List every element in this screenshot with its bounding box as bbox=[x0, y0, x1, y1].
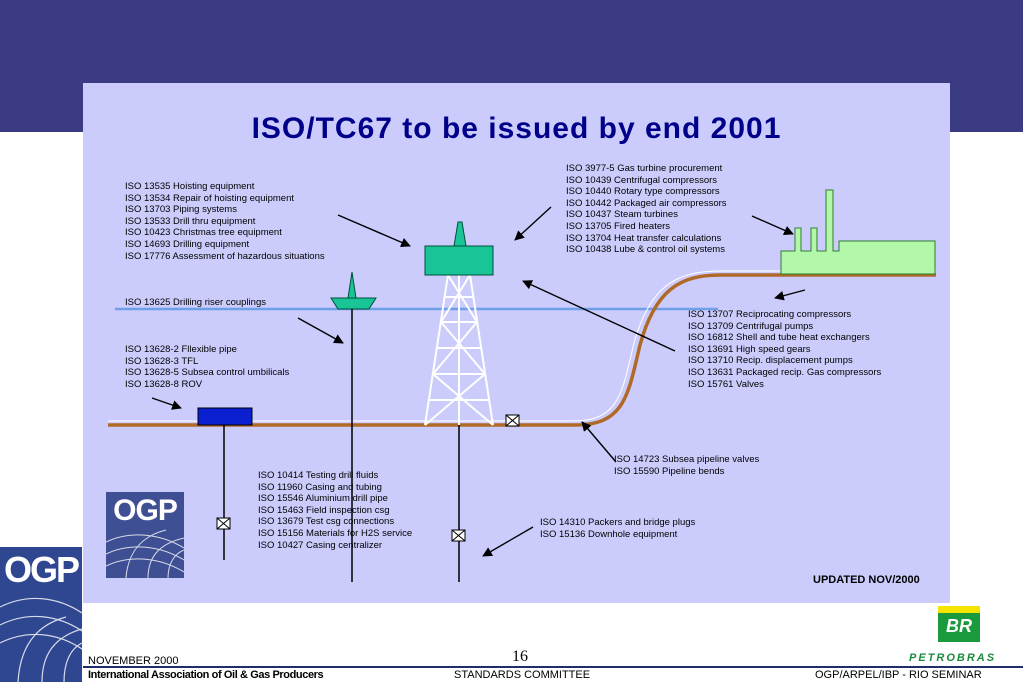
left-well-valve bbox=[216, 517, 231, 530]
list-item: ISO 13628-2 Fllexible pipe bbox=[125, 344, 237, 355]
onshore-plant bbox=[780, 189, 936, 275]
list-item: ISO 13535 Hoisting equipment bbox=[125, 181, 255, 192]
list-item: ISO 11960 Casing and tubing bbox=[258, 481, 382, 493]
footer-org: International Association of Oil & Gas P… bbox=[88, 669, 324, 681]
list-item: ISO 13710 Recip. displacement pumps bbox=[688, 355, 853, 367]
ogp-logo-text: OGP bbox=[113, 494, 178, 527]
list-item: ISO 10440 Rotary type compressors bbox=[566, 186, 720, 198]
list-item: ISO 15463 Field inspection csg bbox=[258, 504, 390, 516]
list-item: ISO 10439 Centrifugal compressors bbox=[566, 174, 718, 186]
slide-title: ISO/TC67 to be issued by end 2001 bbox=[251, 112, 782, 145]
list-item: ISO 13703 Piping systems bbox=[125, 204, 237, 216]
footer-date: NOVEMBER 2000 bbox=[88, 655, 179, 667]
packer-standards-list: ISO 14310 Packers and bridge plugs ISO 1… bbox=[540, 517, 695, 540]
updated-note: UPDATED NOV/2000 bbox=[813, 574, 920, 586]
arrow-pipeline-valve bbox=[581, 421, 617, 463]
platform-jacket bbox=[424, 274, 494, 426]
globe-side-icon bbox=[0, 597, 82, 682]
footer-committee: STANDARDS COMMITTEE bbox=[454, 669, 591, 681]
list-item: ISO 13534 Repair of hoisting equipment bbox=[125, 192, 294, 204]
compressor-standards-list: ISO 13707 Reciprocating compressors ISO … bbox=[688, 309, 881, 390]
footer-seminar: OGP/ARPEL/IBP - RIO SEMINAR bbox=[815, 669, 982, 681]
list-item: ISO 13691 High speed gears bbox=[688, 343, 811, 355]
flexible-standards-list: ISO 13628-2 Fllexible pipe ISO 13628-3 T… bbox=[125, 344, 289, 390]
list-item: ISO 14723 Subsea pipeline valves bbox=[614, 454, 760, 465]
drilling-standards-list: ISO 13535 Hoisting equipment ISO 13534 R… bbox=[125, 181, 325, 262]
list-item: ISO 13704 Heat transfer calculations bbox=[566, 232, 722, 244]
ogp-side-logo-text: OGP bbox=[3, 549, 80, 590]
list-item: ISO 13533 Drill thru equipment bbox=[125, 215, 256, 227]
list-item: ISO 10442 Packaged air compressors bbox=[566, 197, 727, 209]
list-item: ISO 16812 Shell and tube heat exchangers bbox=[688, 332, 870, 344]
subsea-manifold bbox=[197, 407, 253, 426]
footer-divider bbox=[83, 666, 1023, 668]
right-well-valve bbox=[451, 529, 466, 542]
pipeline-standards-list: ISO 14723 Subsea pipeline valves ISO 155… bbox=[614, 454, 759, 477]
riser-standards-list: ISO 13625 Drilling riser couplings bbox=[125, 297, 266, 309]
list-item: ISO 15590 Pipeline bends bbox=[614, 465, 725, 477]
page-number: 16 bbox=[512, 648, 528, 665]
petrobras-wordmark: PETROBRAS bbox=[909, 652, 997, 664]
ogp-side-logo: OGP bbox=[0, 547, 82, 682]
arrow-manifold bbox=[151, 397, 182, 410]
list-item: ISO 15156 Materials for H2S service bbox=[258, 527, 413, 539]
list-item: ISO 15761 Valves bbox=[688, 378, 764, 390]
pipeline bbox=[108, 273, 936, 427]
list-item: ISO 13628-5 Subsea control umbilicals bbox=[125, 367, 290, 379]
platform-derrick bbox=[453, 221, 467, 247]
arrow-compressors-platform bbox=[522, 280, 676, 352]
petrobras-logo-text: BR bbox=[946, 616, 972, 636]
list-item: ISO 15136 Downhole equipment bbox=[540, 528, 678, 540]
arrow-packers bbox=[482, 526, 534, 557]
drill-ship-derrick bbox=[347, 271, 357, 299]
platform-deck bbox=[424, 245, 494, 276]
list-item: ISO 13628-3 TFL bbox=[125, 355, 199, 367]
list-item: ISO 13705 Fired heaters bbox=[566, 220, 671, 232]
casing-standards-list: ISO 10414 Testing drill fluids ISO 11960… bbox=[258, 470, 412, 551]
globe-icon bbox=[106, 529, 184, 578]
list-item: ISO 14310 Packers and bridge plugs bbox=[540, 517, 696, 528]
petrobras-logo: BR bbox=[938, 606, 980, 642]
list-item: ISO 13707 Reciprocating compressors bbox=[688, 309, 852, 320]
ogp-logo: OGP bbox=[106, 492, 184, 578]
list-item: ISO 10423 Christmas tree equipment bbox=[125, 227, 282, 239]
pipeline-valve bbox=[505, 414, 520, 427]
pipeline-inner bbox=[108, 270, 936, 422]
arrow-compressors-plant bbox=[774, 289, 806, 301]
list-item: ISO 13679 Test csg connections bbox=[258, 516, 395, 528]
list-item: ISO 3977-5 Gas turbine procurement bbox=[566, 163, 723, 174]
content-panel bbox=[83, 83, 950, 603]
drill-ship-hull bbox=[330, 297, 377, 310]
list-item: ISO 13628-8 ROV bbox=[125, 378, 203, 390]
arrow-drilling bbox=[337, 214, 411, 248]
list-item: ISO 10437 Steam turbines bbox=[566, 209, 678, 221]
arrow-riser bbox=[297, 317, 344, 344]
gas-turbine-standards-list: ISO 3977-5 Gas turbine procurement ISO 1… bbox=[566, 163, 727, 256]
list-item: ISO 10427 Casing centralizer bbox=[258, 539, 383, 551]
list-item: ISO 10438 Lube & control oil systems bbox=[566, 244, 725, 256]
list-item: ISO 13625 Drilling riser couplings bbox=[125, 297, 266, 308]
arrow-gas-turbine bbox=[514, 206, 552, 241]
list-item: ISO 13709 Centrifugal pumps bbox=[688, 320, 814, 332]
list-item: ISO 17776 Assessment of hazardous situat… bbox=[125, 250, 325, 262]
petrobras-logo-bar bbox=[938, 606, 980, 613]
list-item: ISO 13631 Packaged recip. Gas compressor… bbox=[688, 366, 882, 378]
list-item: ISO 15546 Aluminium drill pipe bbox=[258, 493, 388, 505]
arrow-plant bbox=[751, 215, 794, 235]
list-item: ISO 10414 Testing drill fluids bbox=[258, 470, 379, 481]
list-item: ISO 14693 Drilling equipment bbox=[125, 238, 250, 250]
